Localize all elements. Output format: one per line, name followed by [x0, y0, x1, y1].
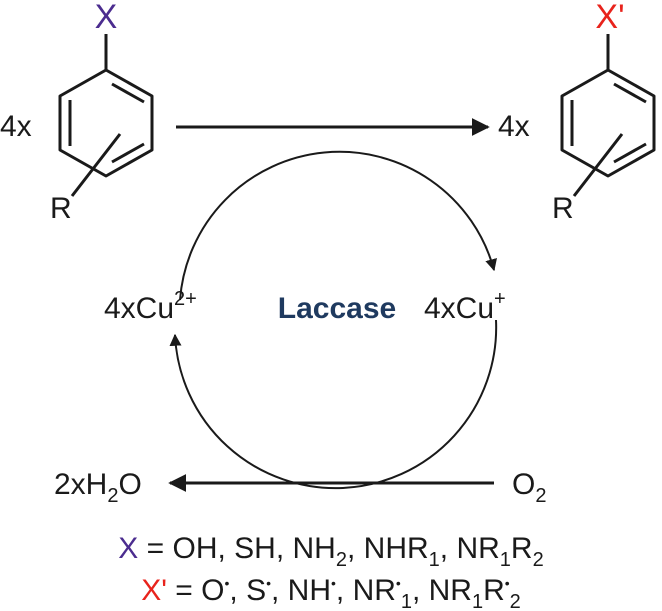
reactant-molecule: X 4x R — [0, 0, 154, 225]
cu2-label: 4xCu2+ — [104, 288, 197, 325]
water-label: 2xH2O — [54, 468, 142, 507]
product-r-label: R — [552, 192, 574, 225]
reactant-benzene-ring — [58, 68, 154, 178]
reactant-coefficient: 4x — [0, 110, 32, 143]
product-xp-label: X' — [595, 0, 624, 36]
product-benzene-ring — [560, 68, 656, 178]
oxygen-label: O2 — [512, 468, 546, 507]
cu1-label: 4xCu+ — [424, 288, 506, 325]
legend-xp-line: X' = O•, S•, NH•, NR•1, NR1R•2 — [141, 574, 521, 611]
reactant-double-bond-1 — [111, 82, 145, 104]
reactant-double-bond-2 — [111, 142, 145, 164]
catalytic-cycle — [169, 150, 498, 490]
product-coefficient: 4x — [498, 110, 530, 143]
legend-x-line: X = OH, SH, NH2, NHR1, NR1R2 — [118, 532, 543, 571]
reactant-r-label: R — [50, 192, 72, 225]
product-molecule: X' 4x R — [498, 0, 656, 225]
cycle-bottom-arc-arrow — [169, 319, 498, 490]
reactant-r-bond — [70, 133, 122, 197]
reactant-x-label: X — [95, 0, 118, 36]
product-r-bond — [572, 133, 624, 197]
cycle-top-arc-arrow — [179, 150, 497, 301]
product-double-bond-1 — [613, 82, 647, 104]
laccase-label: Laccase — [278, 292, 396, 325]
product-double-bond-2 — [613, 142, 647, 164]
